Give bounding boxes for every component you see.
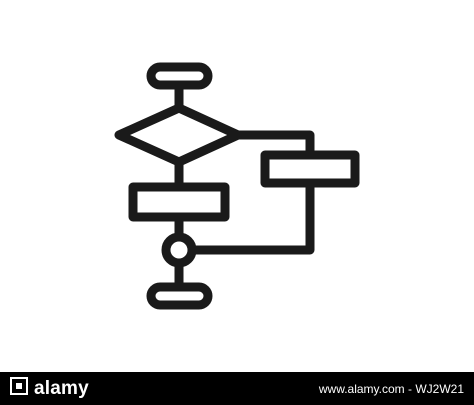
- connector-decision-to-side-box: [233, 130, 315, 160]
- watermark-footer: alamy www.alamy.com - WJ2W21: [0, 372, 474, 405]
- image-id-text: www.alamy.com - WJ2W21: [318, 381, 464, 396]
- connector-side-box-to-junction: [187, 178, 315, 255]
- start-terminal-shape: [146, 62, 213, 90]
- flowchart-icon: [114, 62, 360, 310]
- alamy-logo: alamy: [10, 377, 89, 400]
- logo-text: alamy: [34, 377, 89, 399]
- end-terminal-shape: [146, 282, 213, 310]
- alamy-logo-icon: [10, 377, 28, 400]
- junction-circle: [161, 232, 197, 268]
- side-process-box: [260, 150, 360, 188]
- process-box: [128, 182, 230, 222]
- decision-diamond-shape: [114, 103, 243, 167]
